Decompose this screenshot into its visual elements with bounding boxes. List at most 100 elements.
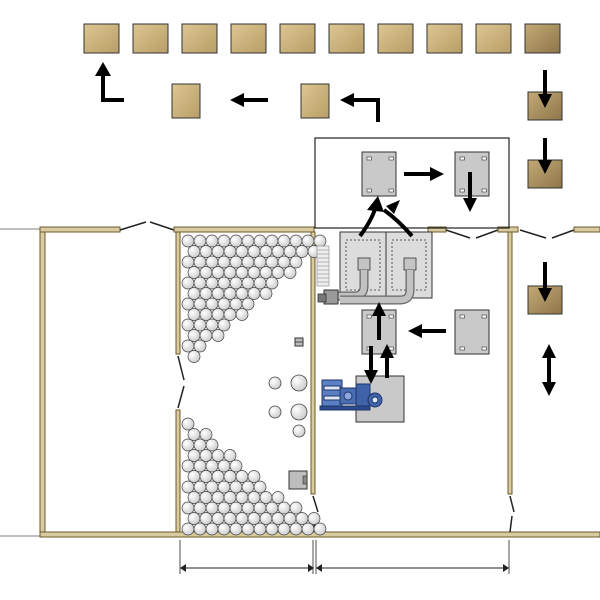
arrow-icon [380, 344, 394, 378]
sphere-icon [205, 234, 219, 248]
sphere-icon [211, 287, 225, 300]
sphere-icon [181, 438, 195, 452]
sphere-icon [205, 438, 219, 452]
sphere-icon [241, 255, 255, 269]
top-crate-row [83, 23, 561, 54]
sphere-icon [229, 255, 243, 269]
arrow-icon [408, 324, 446, 338]
sphere-icon [193, 438, 207, 452]
sphere-icon [181, 480, 195, 494]
sphere-icon [229, 480, 243, 494]
sphere-icon [199, 245, 213, 258]
sphere-icon [229, 459, 243, 473]
sphere-icon [235, 512, 249, 525]
sphere-icon [259, 245, 273, 258]
middle-room-equipment [268, 337, 308, 490]
sphere-icon [199, 329, 213, 342]
sphere-icon [271, 491, 285, 504]
sphere-icon [247, 512, 261, 525]
sphere-icon [271, 266, 285, 279]
box-icon [377, 23, 414, 54]
sphere-icon [292, 424, 306, 438]
sphere-icon [187, 245, 201, 258]
sphere-pile-upper [181, 234, 327, 363]
dimension-line-icon [180, 564, 314, 572]
sphere-icon [217, 276, 231, 290]
sphere-icon [229, 522, 243, 536]
sphere-icon [295, 512, 309, 525]
sphere-icon [265, 255, 279, 269]
sphere-icon [199, 287, 213, 300]
sphere-icon [277, 255, 291, 269]
sphere-icon [187, 470, 201, 483]
sphere-icon [241, 276, 255, 290]
sphere-icon [247, 470, 261, 483]
sphere-icon [241, 522, 255, 536]
arrow-icon [372, 302, 386, 340]
sphere-icon [181, 339, 195, 353]
sphere-icon [241, 297, 255, 311]
sphere-icon [187, 329, 201, 342]
sphere-icon [235, 491, 249, 504]
sphere-icon [217, 255, 231, 269]
sphere-icon [199, 449, 213, 462]
sphere-icon [271, 512, 285, 525]
box-icon [426, 23, 463, 54]
sphere-icon [193, 339, 207, 353]
sphere-icon [205, 459, 219, 473]
sphere-icon [193, 297, 207, 311]
pipe-icon [317, 270, 415, 305]
sphere-icon [268, 405, 282, 419]
sphere-icon [193, 276, 207, 290]
sphere-icon [193, 234, 207, 248]
sphere-icon [313, 522, 327, 536]
sphere-icon [247, 491, 261, 504]
sphere-icon [229, 234, 243, 248]
sphere-icon [265, 234, 279, 248]
sphere-icon [181, 417, 195, 431]
sphere-icon [290, 374, 308, 392]
sphere-icon [211, 491, 225, 504]
sphere-icon [253, 255, 267, 269]
sphere-icon [283, 245, 297, 258]
motor-icon [319, 379, 383, 411]
sphere-icon [271, 245, 285, 258]
sphere-icon [199, 266, 213, 279]
sphere-icon [223, 287, 237, 300]
box-icon [300, 83, 330, 119]
sphere-icon [235, 266, 249, 279]
sphere-icon [205, 522, 219, 536]
arrow-icon [538, 70, 552, 108]
sphere-icon [289, 522, 303, 536]
sphere-icon [193, 480, 207, 494]
sphere-icon [241, 501, 255, 515]
sphere-icon [277, 522, 291, 536]
sphere-icon [199, 470, 213, 483]
sphere-icon [259, 491, 273, 504]
arrow-icon [358, 196, 414, 238]
sphere-icon [235, 308, 249, 321]
sphere-icon [187, 266, 201, 279]
sphere-icon [181, 276, 195, 290]
double-arrow-icon [542, 344, 556, 396]
sphere-icon [199, 428, 213, 441]
flow-arrows-top [95, 62, 556, 396]
sphere-icon [247, 245, 261, 258]
sphere-icon [193, 318, 207, 332]
sphere-icon [205, 255, 219, 269]
sphere-icon [253, 234, 267, 248]
box-icon [171, 83, 201, 119]
sphere-icon [289, 234, 303, 248]
sphere-icon [217, 501, 231, 515]
sphere-icon [217, 297, 231, 311]
elbow-arrow-icon [340, 93, 380, 122]
sphere-icon [211, 512, 225, 525]
sphere-icon [187, 491, 201, 504]
sphere-icon [229, 297, 243, 311]
sphere-icon [247, 287, 261, 300]
sphere-icon [223, 308, 237, 321]
sphere-icon [187, 512, 201, 525]
sphere-icon [181, 297, 195, 311]
sphere-icon [259, 266, 273, 279]
